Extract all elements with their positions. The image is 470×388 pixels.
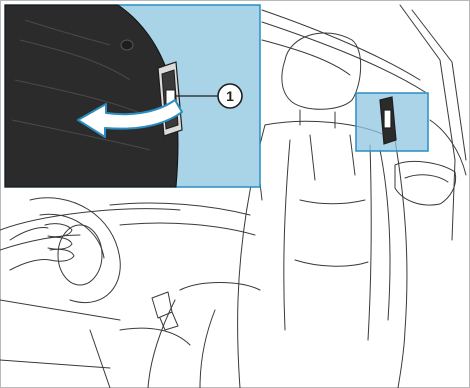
seat-knob bbox=[121, 40, 133, 50]
callout-label: 1 bbox=[226, 88, 234, 104]
